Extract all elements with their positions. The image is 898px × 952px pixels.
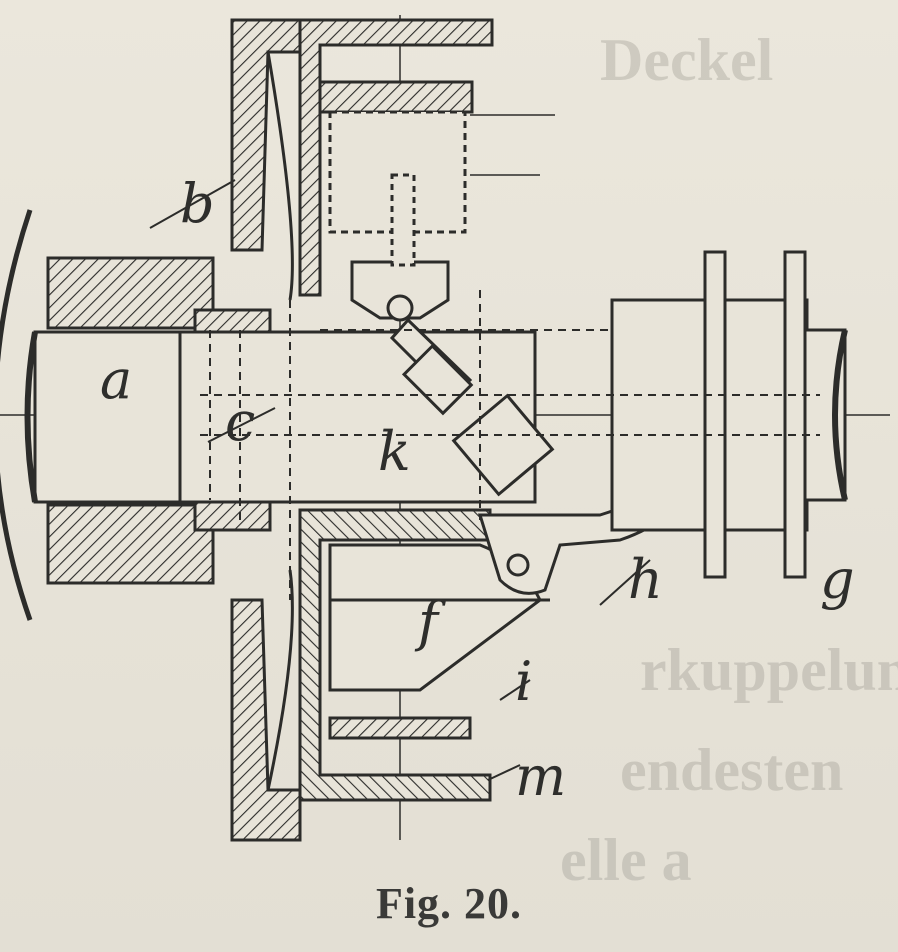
label-b: b [180, 172, 215, 235]
leader-lines [149, 179, 651, 781]
label-h: h [628, 548, 663, 611]
svg-text:elle a: elle a [560, 827, 692, 893]
label-c: c [225, 390, 255, 453]
bleed-through-text: Deckel ver- rkuppelung endesten elle a [560, 27, 898, 893]
hidden-lines [200, 290, 820, 600]
flywheel-arc [0, 209, 33, 621]
piston-assembly [318, 80, 474, 322]
sleeve-g [610, 250, 848, 579]
label-m: m [515, 745, 566, 808]
part-labels: b a c k f h g i m [100, 172, 855, 808]
svg-text:rkuppelung: rkuppelung [640, 637, 898, 703]
svg-text:endesten: endesten [620, 737, 843, 803]
housing-b [230, 18, 494, 842]
figure-caption: Fig. 20. [375, 879, 523, 928]
label-i: i [515, 650, 532, 713]
svg-text:Deckel: Deckel [600, 27, 773, 93]
label-a: a [100, 348, 132, 411]
label-k: k [378, 420, 411, 483]
label-g: g [820, 548, 855, 611]
nozzle-k [389, 317, 555, 497]
